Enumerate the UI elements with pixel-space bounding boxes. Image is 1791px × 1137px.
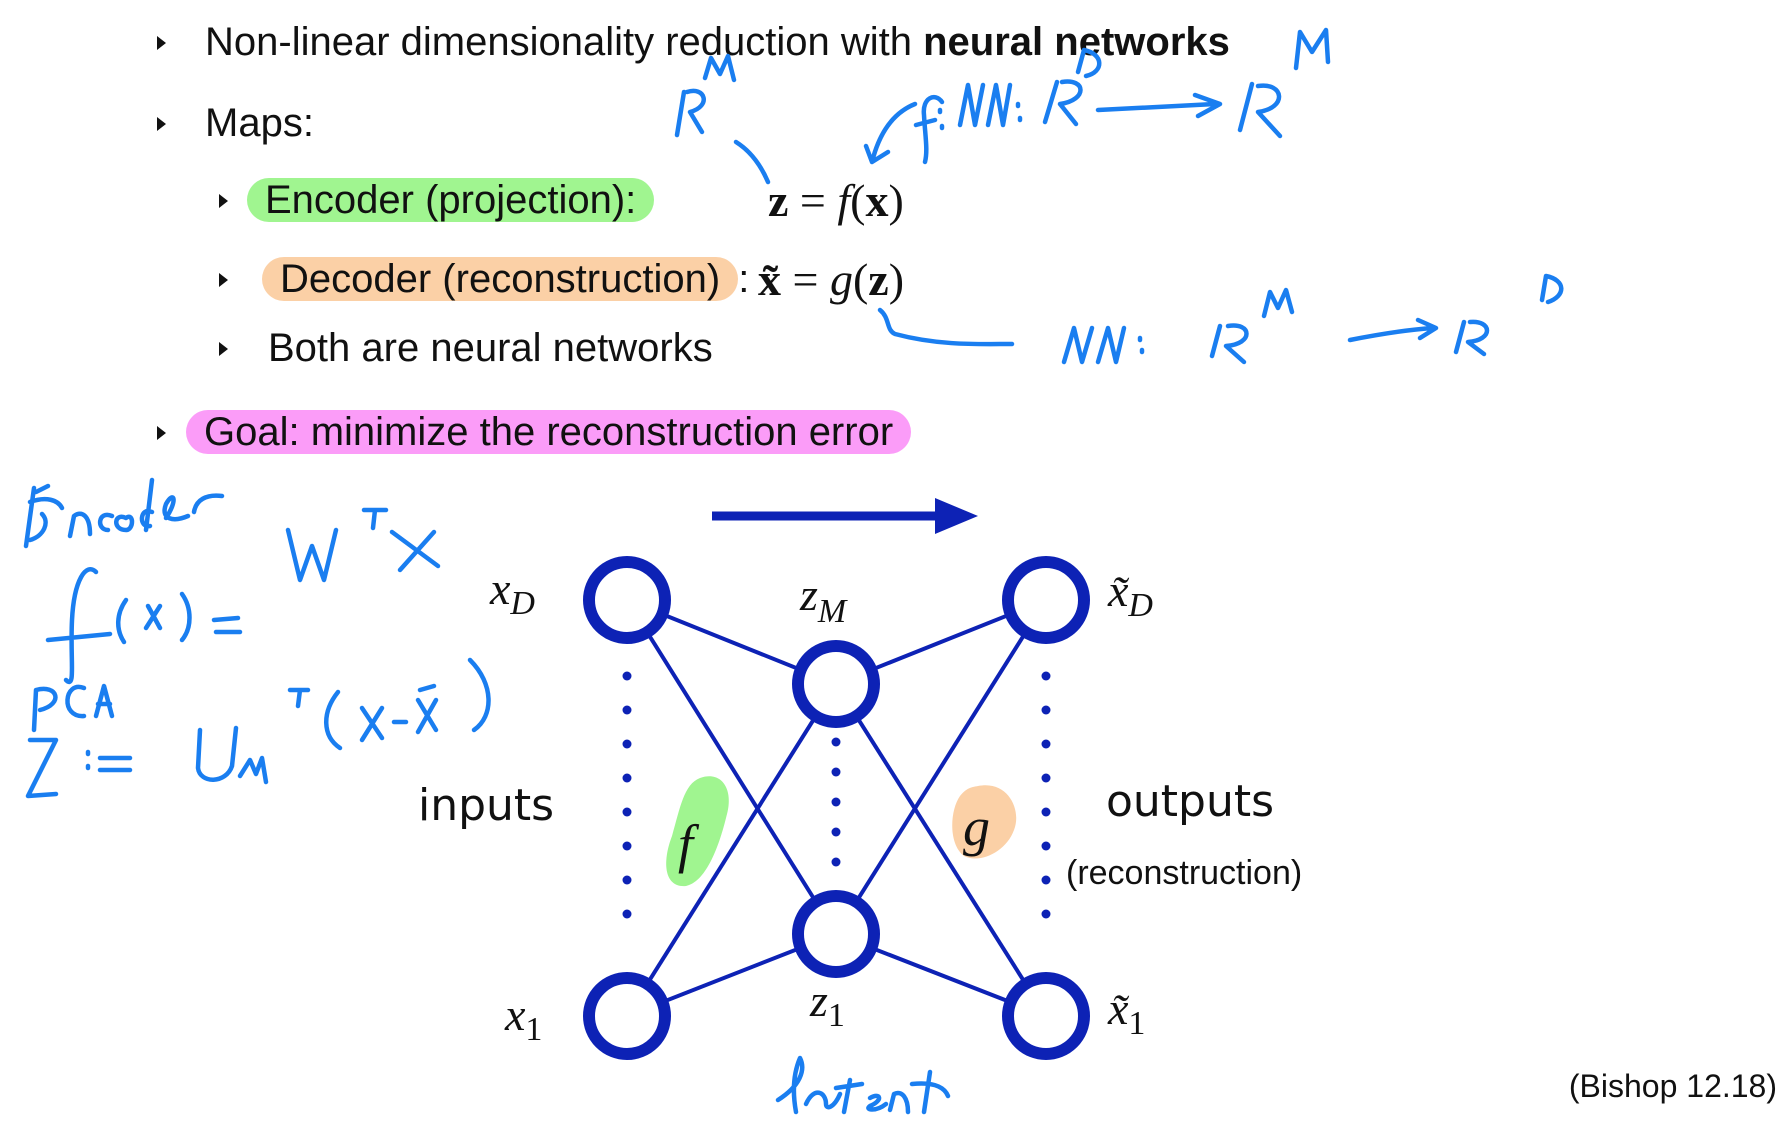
f-highlight [666,776,729,887]
ellipsis-dot [831,767,841,777]
edge [625,682,838,1018]
node-x-1 [583,972,671,1060]
bullet-both: Both are neural networks [268,326,713,370]
bullet-maps: Maps: [205,101,314,145]
eq-fn: g [829,254,853,305]
ellipsis-dot [1041,909,1051,919]
bullet-marker [157,36,166,50]
eq-lhs: z [768,175,789,226]
ellipsis-dot [1041,841,1051,851]
ellipsis-dot [831,857,841,867]
outputs-sublabel: (reconstruction) [1066,854,1302,892]
ellipsis-dots [622,671,1051,919]
decoder-highlight: Decoder (reconstruction) [262,257,739,301]
label-x-D: xD [489,563,535,622]
edge [834,682,1048,1018]
ellipsis-dot [1041,807,1051,817]
bullet-nonlinear: Non-linear dimensionality reduction with… [205,18,1230,66]
ink-rd-bottom [1453,273,1564,357]
ink-hook-rm [733,139,771,185]
bullet-marker [219,273,228,287]
ellipsis-dot [622,705,632,715]
decoder-label: Decoder (reconstruction): [262,255,749,303]
citation: (Bishop 12.18) [1568,1068,1777,1104]
encoder-highlight: Encoder (projection): [247,178,655,222]
ellipsis-dot [1041,875,1051,885]
edge [834,598,1048,936]
encoder-label: Encoder (projection): [247,176,655,224]
edge [625,598,838,936]
bullet-text: Non-linear dimensionality reduction with [205,20,924,64]
ink-encoder-word [23,483,65,549]
g-highlight [952,785,1017,859]
outputs-label: outputs [1106,776,1274,827]
goal-highlight: Goal: minimize the reconstruction error [186,410,912,454]
direction-arrow [712,498,978,534]
ellipsis-dot [1041,705,1051,715]
bullet-marker [157,117,166,131]
ellipsis-dot [622,875,632,885]
eq-arg: z [868,254,889,305]
eq-arg: x [865,175,889,226]
encoder-equation: z = f(x) [768,175,904,226]
label-g: g [963,797,990,857]
node-xt-1 [1002,972,1090,1060]
ellipsis-dot [622,773,632,783]
bullet-bold-text: neural networks [923,20,1230,64]
handwritten-annotations [23,27,1564,1115]
ink-nn [957,82,1013,128]
ink-rm-right [1237,27,1331,139]
ink-fx-eq [45,567,113,685]
ellipsis-dot [831,827,841,837]
ink-latent [775,1055,951,1115]
node-x-D [583,556,671,644]
node-z-M [792,640,880,728]
ellipsis-dot [622,909,632,919]
ink-rm-top [674,53,737,138]
ink-rm-bottom [1209,287,1295,365]
bullet-marker [157,426,166,440]
ink-g-bracket [877,307,1015,347]
node-xt-D [1002,556,1090,644]
label-z-1: z1 [809,975,845,1034]
ellipsis-dot [622,807,632,817]
label-z-M: zM [799,569,848,630]
bullet-marker [219,342,228,356]
decoder-colon: : [738,257,750,301]
ellipsis-dot [1041,739,1051,749]
ink-arrow-to-f [863,101,918,165]
ellipsis-dot [831,737,841,747]
ink-pca-eq [25,737,59,799]
eq-lhs: x̃ [758,254,781,305]
inputs-label: inputs [418,780,554,831]
ellipsis-dot [622,671,632,681]
network-nodes [583,556,1090,1060]
label-xt-D: x̃D [1107,565,1153,624]
ink-f [913,94,945,165]
label-xt-1: x̃1 [1107,983,1145,1042]
eq-sign: = [781,254,830,305]
ellipsis-dot [1041,671,1051,681]
eq-fn: f [837,175,851,226]
label-x-1: x1 [504,989,542,1048]
ink-pca-word [31,683,115,733]
ellipsis-dot [831,797,841,807]
decoder-equation: x̃ = g(z) [758,254,905,305]
node-z-1 [792,890,880,978]
bullet-goal: Goal: minimize the reconstruction error [186,408,912,456]
eq-sign: = [788,175,838,226]
ellipsis-dot [1041,773,1051,783]
bullet-marker [219,194,228,208]
ink-rd [1042,47,1102,127]
ellipsis-dot [622,739,632,749]
ellipsis-dot [622,841,632,851]
ink-arrow-map [1095,92,1223,119]
